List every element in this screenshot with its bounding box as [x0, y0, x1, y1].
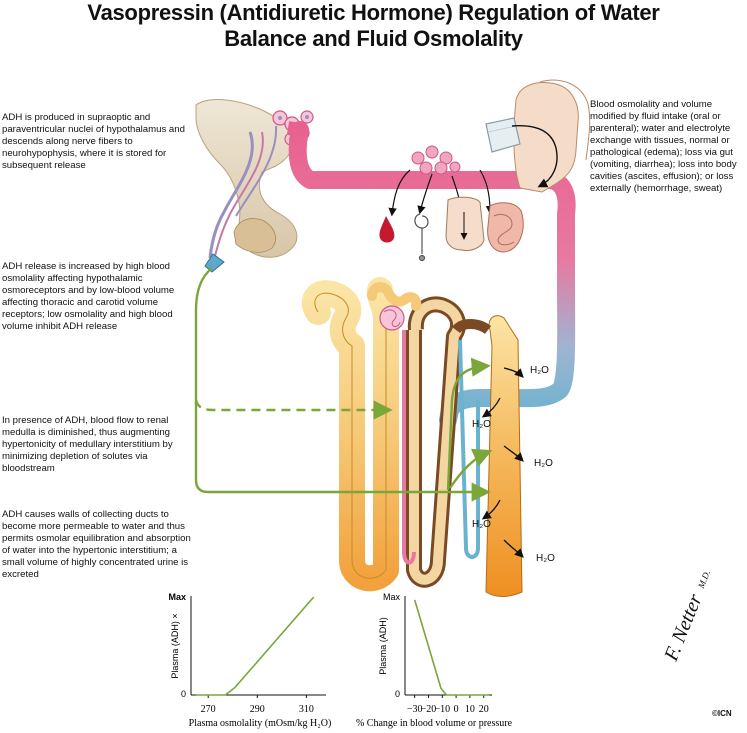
- chart2-x-ticks: −30−20−10 0 10 20: [407, 695, 489, 715]
- water-label-3: H₂O: [534, 458, 553, 469]
- woman-drinking-illustration: [485, 79, 591, 193]
- chart1-series-line: [195, 596, 315, 696]
- chart2-x-tick-label: −20: [421, 704, 437, 715]
- water-label-5: H₂O: [536, 553, 555, 564]
- note-adh-release: ADH release is increased by high blood o…: [2, 261, 175, 332]
- chart1-x-tick-label: 290: [250, 704, 265, 715]
- chart2-x-tick-label: −30: [407, 704, 423, 715]
- chart2-y-tick-0: 0: [395, 689, 400, 699]
- blood-drop-icon: [379, 216, 395, 243]
- note-renal-medulla: In presence of ADH, blood flow to renal …: [2, 415, 173, 474]
- chart1-y-tick-0: 0: [181, 689, 186, 699]
- chart1-x-tick-label: 270: [201, 704, 216, 715]
- chart2-y-tick-max: Max: [383, 592, 401, 602]
- chart2-x-tick-label: −10: [434, 704, 450, 715]
- water-labels: H₂O H₂O H₂O H₂O H₂O: [472, 365, 555, 564]
- chart1-x-label: Plasma osmolality (mOsm/kg H₂O): [189, 718, 332, 729]
- chart2-y-label: Plasma (ADH): [378, 617, 388, 675]
- sweat-gland-icon: [414, 213, 429, 262]
- netter-signature: F. Netter M.D.: [660, 569, 713, 665]
- water-label-4: H₂O: [472, 519, 491, 530]
- note-adh-production: ADH is produced in supraoptic and parave…: [2, 112, 185, 171]
- chart1-y-tick-max: Max: [168, 592, 186, 602]
- chart2-x-tick-label: 10: [465, 704, 475, 715]
- chart2-x-tick-label: 0: [454, 704, 459, 715]
- title-line-1: Vasopressin (Antidiuretic Hormone) Regul…: [87, 0, 660, 25]
- chart1-x-tick-label: 310: [299, 704, 314, 715]
- water-label-1: H₂O: [530, 365, 549, 376]
- water-reabsorption-arrows: [481, 367, 524, 558]
- chart1-y-label: Plasma (ADH) ×: [170, 613, 180, 678]
- nephron-illustration: [301, 277, 523, 597]
- signature-name: F. Netter: [660, 591, 707, 665]
- title-line-2: Balance and Fluid Osmolality: [224, 26, 523, 51]
- note-blood-osmolality: Blood osmolality and volume modified by …: [590, 99, 737, 194]
- chart1-x-ticks: 270 290 310: [201, 695, 314, 715]
- blood-cells-icon: [411, 145, 461, 175]
- signature-suffix: M.D.: [696, 569, 713, 591]
- chart-blood-volume: Max 0 Plasma (ADH) % Change in blood vol…: [356, 592, 513, 729]
- chart2-x-tick-label: 20: [479, 704, 489, 715]
- blood-vessel-loop: [286, 121, 576, 429]
- chart2-x-label: % Change in blood volume or pressure: [356, 718, 513, 729]
- figure-title: Vasopressin (Antidiuretic Hormone) Regul…: [0, 0, 747, 52]
- chart-plasma-osmolality: Max 0 Plasma (ADH) × Plasma osmolality (…: [168, 592, 331, 729]
- chart2-series-line: [413, 599, 490, 696]
- water-label-2: H₂O: [472, 419, 491, 430]
- signature-mark: ©ICN: [712, 709, 732, 718]
- intestines-icon: [487, 202, 524, 253]
- note-collecting-ducts: ADH causes walls of collecting ducts to …: [2, 509, 191, 580]
- adh-pathway-arrows: [194, 267, 493, 502]
- torso-icon: [445, 196, 485, 251]
- hypothalamus-pituitary: [195, 99, 314, 273]
